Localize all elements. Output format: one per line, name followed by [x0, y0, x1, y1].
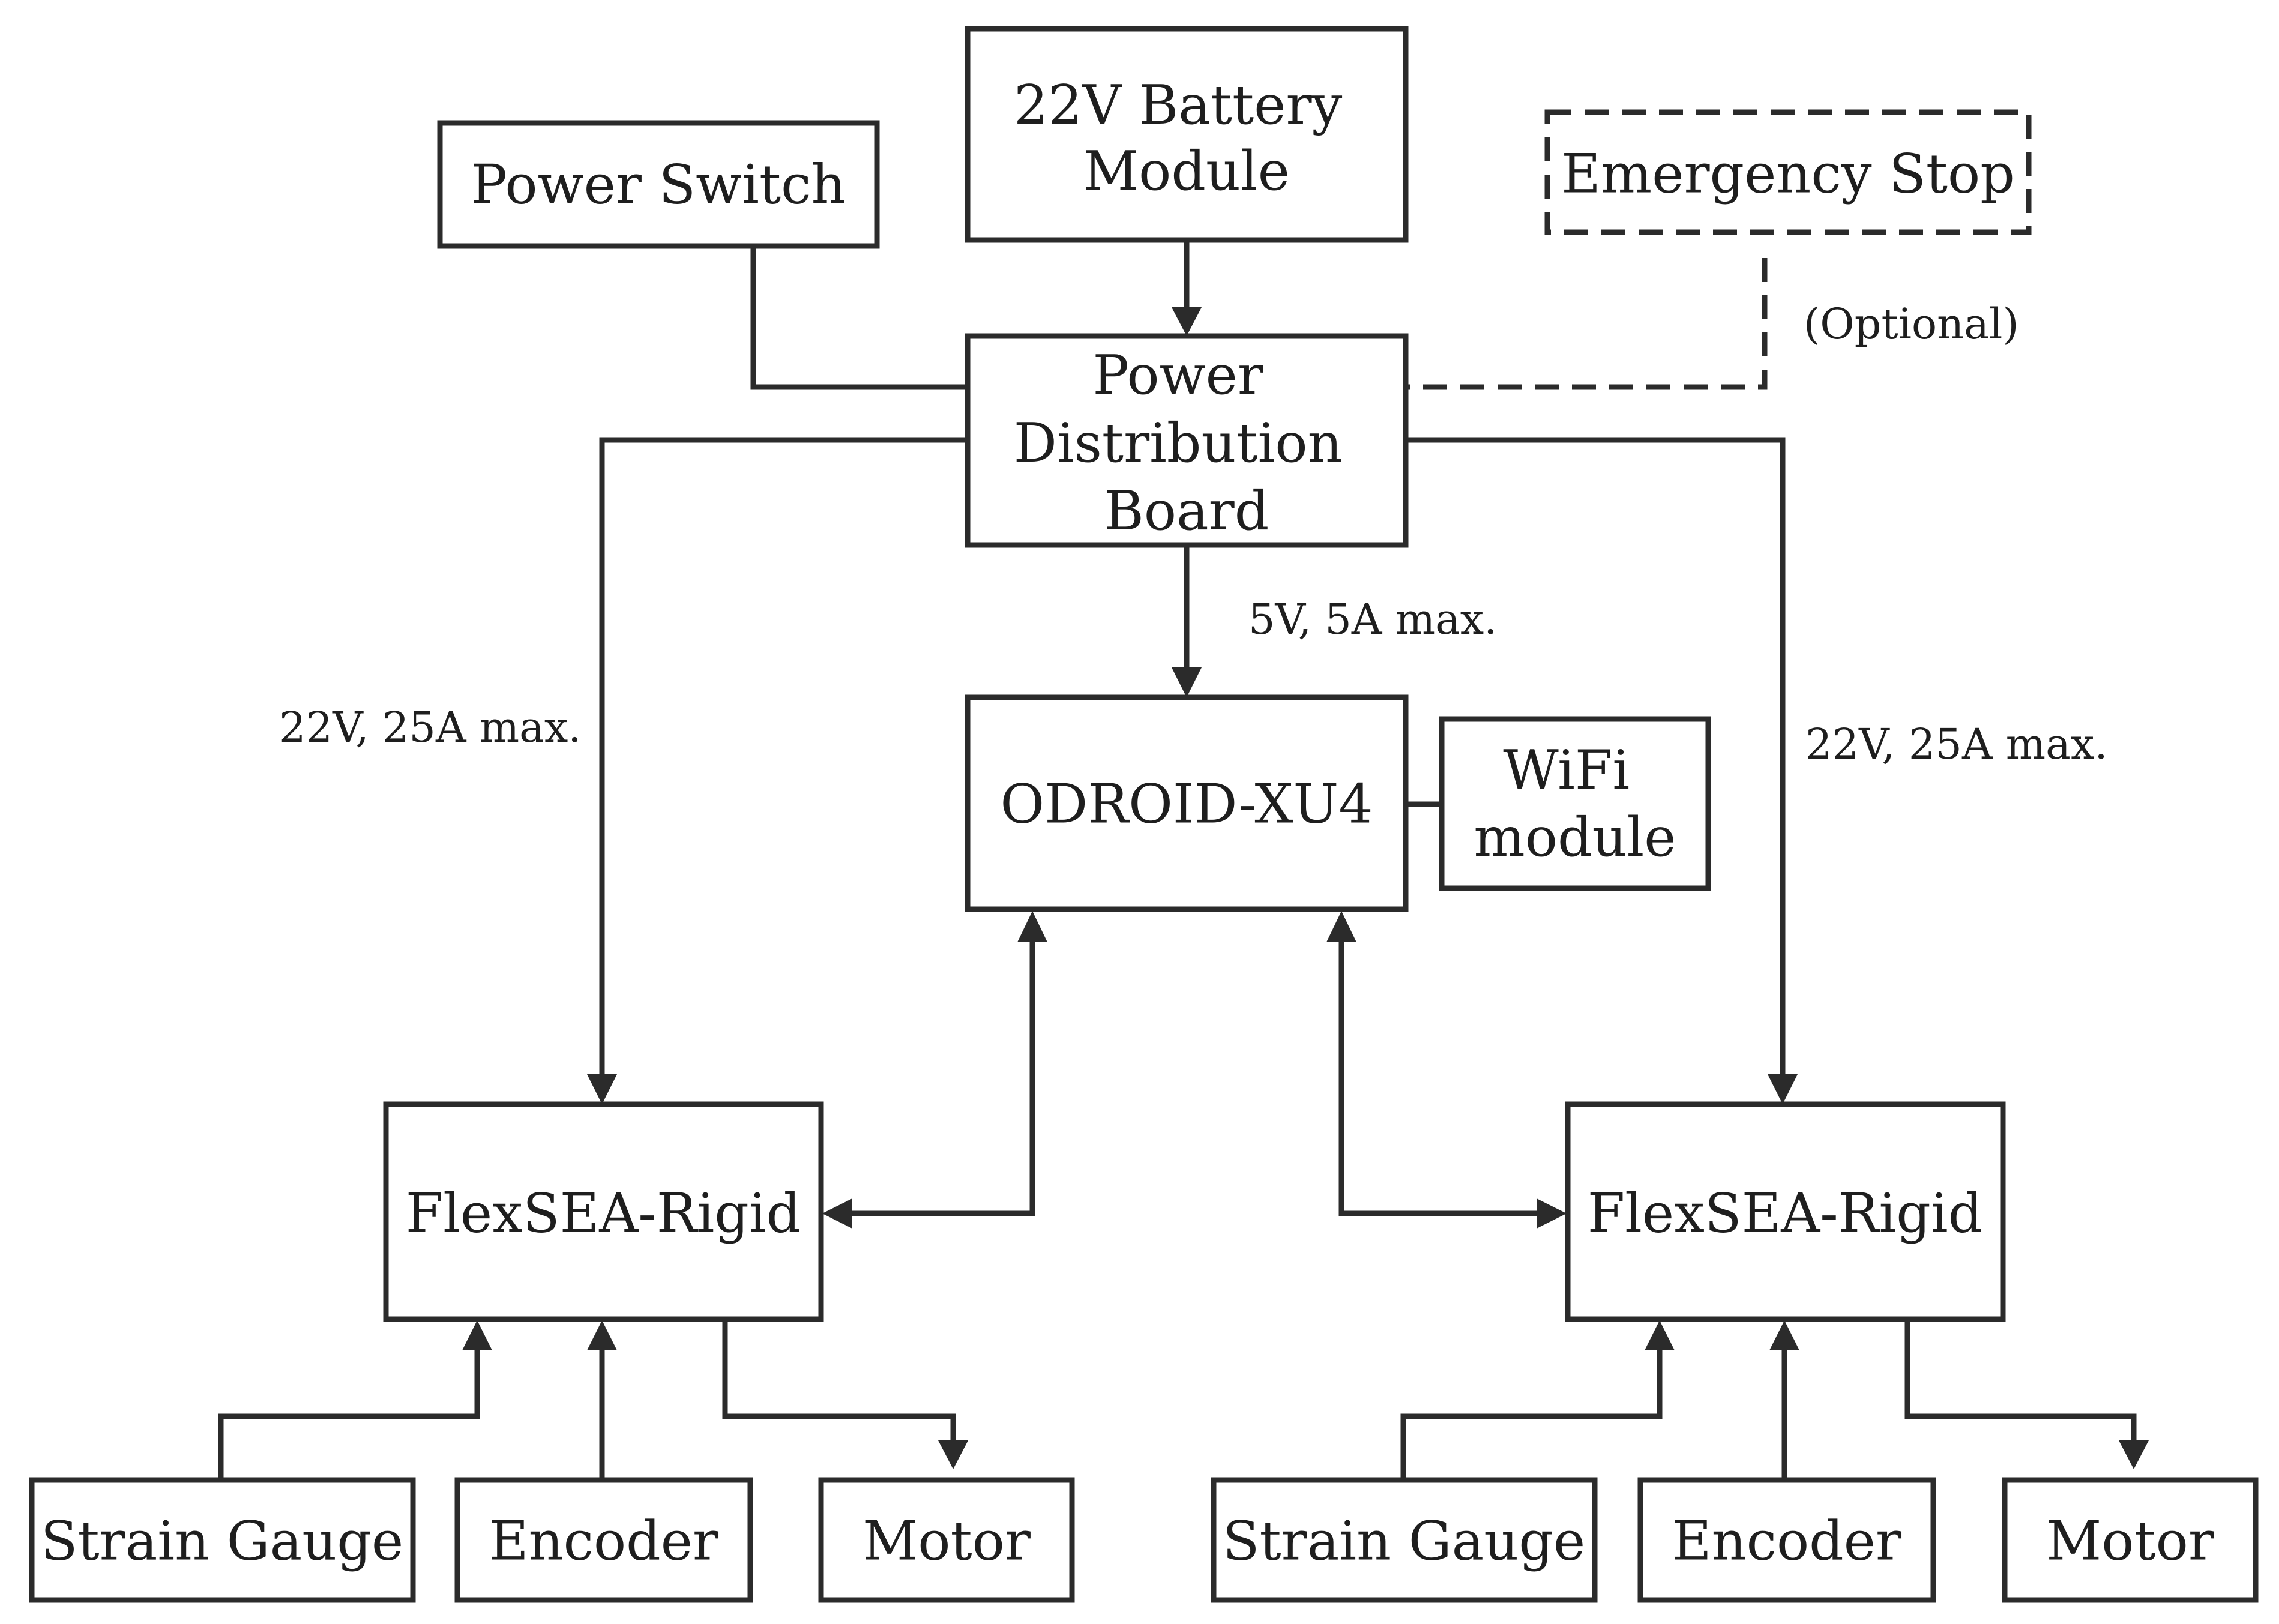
- flexsea-right-block: FlexSEA-Rigid: [1565, 1101, 2006, 1322]
- pdb-label-line-1: Power: [1092, 344, 1263, 407]
- arrow-up-strain-right: [1645, 1320, 1675, 1350]
- svg-text:Power Distribution: Power Distribution Board: [1014, 344, 1359, 543]
- battery-label-line-2: Module: [1083, 140, 1290, 203]
- power-switch-label: Power Switch: [471, 154, 846, 217]
- odroid-flexsea-left-bus: [852, 939, 1035, 1216]
- wifi-label-line-2: module: [1474, 806, 1676, 869]
- encoder-left-label: Encoder: [489, 1510, 719, 1573]
- emergency-stop-to-pdb-wire: [1406, 258, 1768, 390]
- motor-left-label: Motor: [863, 1510, 1031, 1573]
- flexsea-right-to-motor-wire: [1904, 1320, 2137, 1440]
- battery-label-line-1: 22V Battery: [1014, 74, 1343, 137]
- strain-gauge-right-label: Strain Gauge: [1223, 1510, 1585, 1573]
- emergency-stop-label: Emergency Stop: [1561, 143, 2015, 206]
- optional-annotation: (Optional): [1804, 299, 2019, 349]
- arrow-down-flexsea-right: [1768, 1074, 1798, 1104]
- svg-text:22V Battery Module: 22V Battery Module: [1014, 74, 1359, 203]
- svg-text:WiFi module: WiFi module: [1474, 739, 1676, 869]
- wifi-module-block: WiFi module: [1439, 716, 1711, 891]
- emergency-stop-block: Emergency Stop: [1544, 109, 2032, 235]
- arrow-down-motor-right: [2119, 1440, 2149, 1469]
- strain-right-to-flexsea-wire: [1400, 1350, 1663, 1480]
- arrow-up-odroid-left: [1017, 911, 1047, 942]
- power-switch-to-pdb-wire: [750, 246, 968, 390]
- arrow-up-encoder-left: [587, 1320, 617, 1350]
- odroid-supply-annotation: 5V, 5A max.: [1248, 595, 1498, 644]
- arrow-left-flexsea-left: [822, 1198, 852, 1229]
- odroid-flexsea-right-bus: [1338, 939, 1537, 1216]
- right-supply-annotation: 22V, 25A max.: [1805, 720, 2108, 769]
- power-switch-block: Power Switch: [437, 120, 880, 249]
- power-distribution-board-block: Power Distribution Board: [965, 333, 1409, 548]
- pdb-label-line-3: Board: [1104, 480, 1269, 543]
- annotations: (Optional) 5V, 5A max. 22V, 25A max. 22V…: [279, 299, 2108, 769]
- encoder-left-block: Encoder: [454, 1477, 753, 1603]
- arrow-up-odroid-right: [1326, 911, 1356, 942]
- pdb-to-flexsea-right-wire: [1406, 437, 1786, 1074]
- arrow-down-flexsea-left: [587, 1074, 617, 1104]
- arrow-down-motor-left: [938, 1440, 968, 1469]
- flexsea-left-label: FlexSEA-Rigid: [406, 1182, 801, 1245]
- arrowheads: [462, 307, 2149, 1469]
- strain-gauge-left-block: Strain Gauge: [29, 1477, 416, 1603]
- odroid-label: ODROID-XU4: [1000, 773, 1373, 836]
- wifi-label-line-1: WiFi: [1503, 739, 1630, 802]
- odroid-block: ODROID-XU4: [965, 694, 1409, 912]
- motor-left-block: Motor: [818, 1477, 1075, 1603]
- left-supply-annotation: 22V, 25A max.: [279, 703, 582, 752]
- flexsea-right-label: FlexSEA-Rigid: [1588, 1182, 1983, 1245]
- flexsea-left-block: FlexSEA-Rigid: [383, 1101, 824, 1322]
- arrow-up-strain-left: [462, 1320, 492, 1350]
- arrow-up-encoder-right: [1769, 1320, 1799, 1350]
- battery-module-block: 22V Battery Module: [965, 26, 1409, 243]
- strain-left-to-flexsea-wire: [218, 1350, 480, 1480]
- motor-right-label: Motor: [2046, 1510, 2215, 1573]
- pdb-to-flexsea-left-wire: [599, 437, 968, 1074]
- pdb-label-line-2: Distribution: [1014, 412, 1343, 475]
- encoder-right-block: Encoder: [1637, 1477, 1936, 1603]
- encoder-right-label: Encoder: [1672, 1510, 1902, 1573]
- strain-gauge-right-block: Strain Gauge: [1211, 1477, 1598, 1603]
- arrow-right-flexsea-right: [1537, 1198, 1567, 1229]
- motor-right-block: Motor: [2002, 1477, 2259, 1603]
- flexsea-left-to-motor-wire: [722, 1320, 956, 1440]
- connections: [218, 240, 2137, 1480]
- arrow-down-pdb: [1172, 307, 1202, 336]
- arrow-down-odroid: [1172, 667, 1202, 697]
- strain-gauge-left-label: Strain Gauge: [41, 1510, 403, 1573]
